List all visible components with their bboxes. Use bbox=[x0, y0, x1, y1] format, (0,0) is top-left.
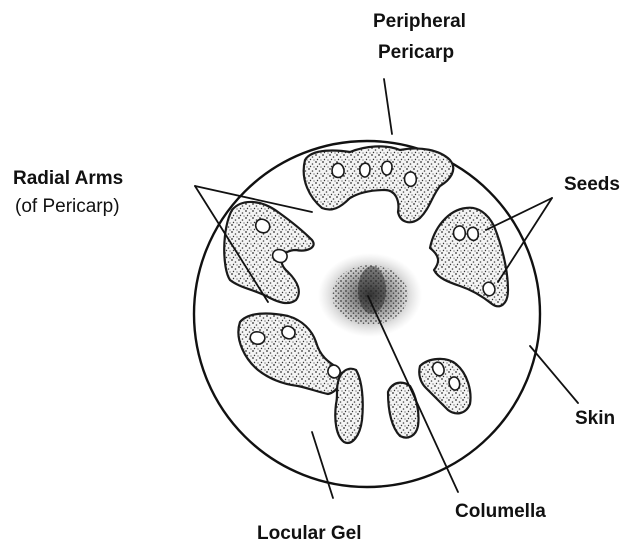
label-skin: Skin bbox=[575, 408, 615, 429]
locule-bottom-left bbox=[335, 369, 362, 443]
leader-peripheral-pericarp bbox=[384, 79, 392, 134]
columella-region bbox=[318, 253, 422, 337]
label-columella: Columella bbox=[455, 501, 546, 522]
label-seeds: Seeds bbox=[564, 174, 620, 195]
leader-skin bbox=[530, 346, 578, 403]
label-locular-gel: Locular Gel bbox=[257, 523, 362, 544]
label-peripheral-pericarp-line1: Peripheral bbox=[373, 11, 466, 32]
label-radial-arms-sub: (of Pericarp) bbox=[15, 196, 120, 217]
label-peripheral-pericarp-line2: Pericarp bbox=[378, 42, 454, 63]
label-radial-arms: Radial Arms bbox=[13, 168, 123, 189]
